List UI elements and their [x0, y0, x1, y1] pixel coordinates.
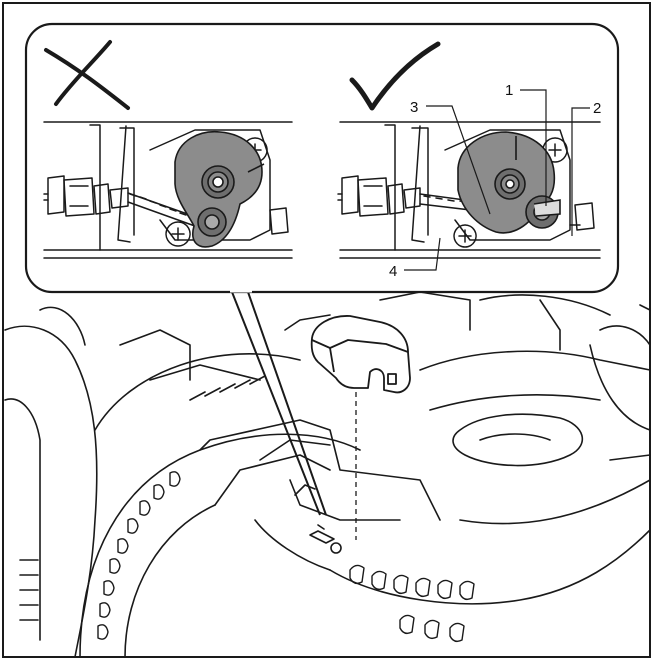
correct-panel [337, 41, 601, 271]
callout-pointer [231, 291, 327, 516]
callout-number-2: 2 [593, 100, 601, 117]
cross-mark-icon [44, 40, 130, 110]
check-mark-icon [349, 41, 441, 111]
callout-number-1: 1 [505, 82, 513, 99]
ignition-cam-incorrect [174, 130, 265, 248]
spark-plug-cap [310, 315, 411, 394]
detail-callout-box [24, 22, 620, 294]
callout-number-3: 3 [410, 99, 418, 116]
callout-leaders [404, 89, 590, 271]
ignition-cam-correct [457, 131, 561, 234]
incorrect-panel [43, 40, 293, 259]
callout-number-4: 4 [389, 263, 397, 280]
